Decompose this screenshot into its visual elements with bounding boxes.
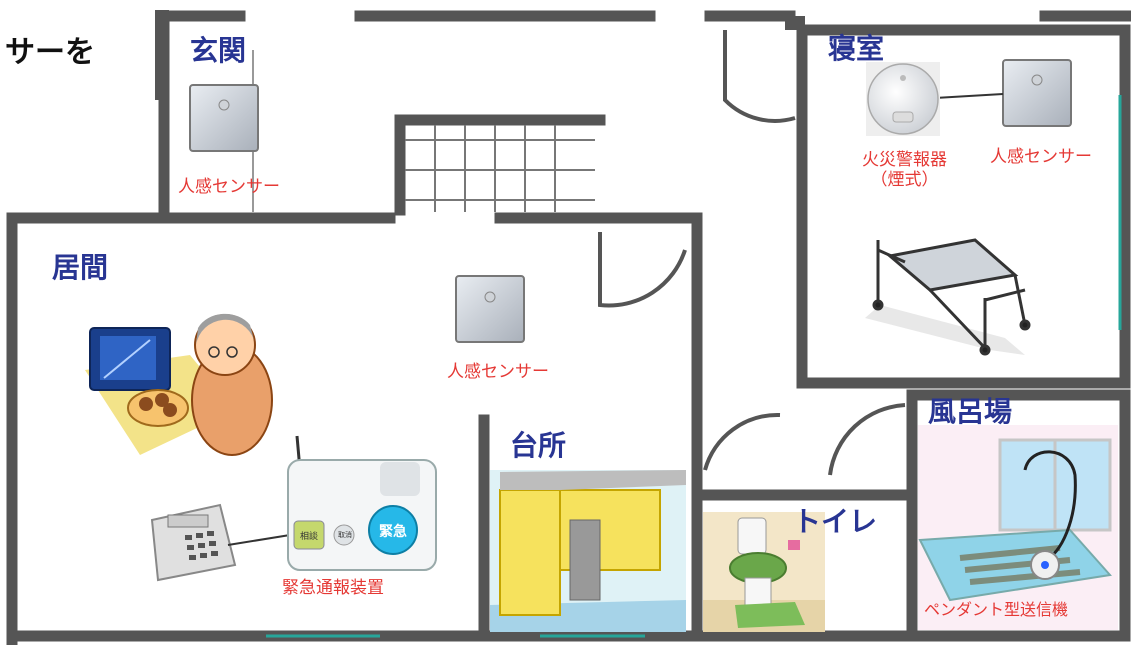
motion-sensor-label-genkan: 人感センサー bbox=[178, 177, 280, 197]
room-label-bedroom: 寝室 bbox=[828, 32, 885, 65]
room-label-toilet: トイレ bbox=[793, 505, 878, 538]
room-label-living: 居間 bbox=[52, 251, 109, 284]
kitchen-counter-icon bbox=[490, 470, 686, 632]
room-label-genkan: 玄関 bbox=[190, 34, 247, 67]
emergency-button: 緊急 bbox=[379, 524, 407, 540]
emergency-device-icon bbox=[287, 435, 437, 571]
pendant-transmitter-icon bbox=[1023, 450, 1077, 580]
genkan-wall-post bbox=[155, 10, 169, 100]
emergency-device-label: 緊急通報装置 bbox=[282, 578, 384, 598]
door-swings bbox=[598, 30, 906, 476]
consult-button: 相談 bbox=[299, 532, 318, 542]
bathtub-icon bbox=[918, 425, 1118, 630]
motion-sensor-bedroom-icon bbox=[1002, 59, 1072, 127]
room-label-kitchen: 台所 bbox=[510, 429, 567, 462]
room-label-bathroom: 風呂場 bbox=[928, 395, 1013, 428]
toilet-icon bbox=[703, 512, 825, 632]
motion-sensor-genkan-icon bbox=[189, 84, 259, 152]
telephone-icon bbox=[150, 503, 291, 582]
stairs bbox=[405, 125, 595, 212]
cancel-button: 取消 bbox=[338, 531, 352, 539]
elderly-person-icon bbox=[191, 313, 273, 456]
snack-basket-icon bbox=[127, 389, 189, 427]
bedroom-wall-post bbox=[785, 16, 805, 30]
fire-alarm-icon bbox=[866, 62, 1004, 136]
pendant-transmitter-label: ペンダント型送信機 bbox=[924, 600, 1069, 619]
motion-sensor-living-icon bbox=[455, 275, 525, 343]
walls bbox=[6, 10, 1131, 645]
windows bbox=[266, 95, 1122, 638]
motion-sensor-label-bedroom: 人感センサー bbox=[990, 147, 1092, 167]
fire-alarm-label-line2: （煙式） bbox=[870, 170, 939, 191]
fire-alarm-label: 火災警報器 （煙式） bbox=[862, 150, 947, 191]
fire-alarm-label-line1: 火災警報器 bbox=[862, 150, 947, 170]
motion-sensor-label-living: 人感センサー bbox=[447, 362, 549, 382]
bed-icon bbox=[865, 238, 1031, 356]
headline-fragment: サーを bbox=[5, 35, 95, 70]
